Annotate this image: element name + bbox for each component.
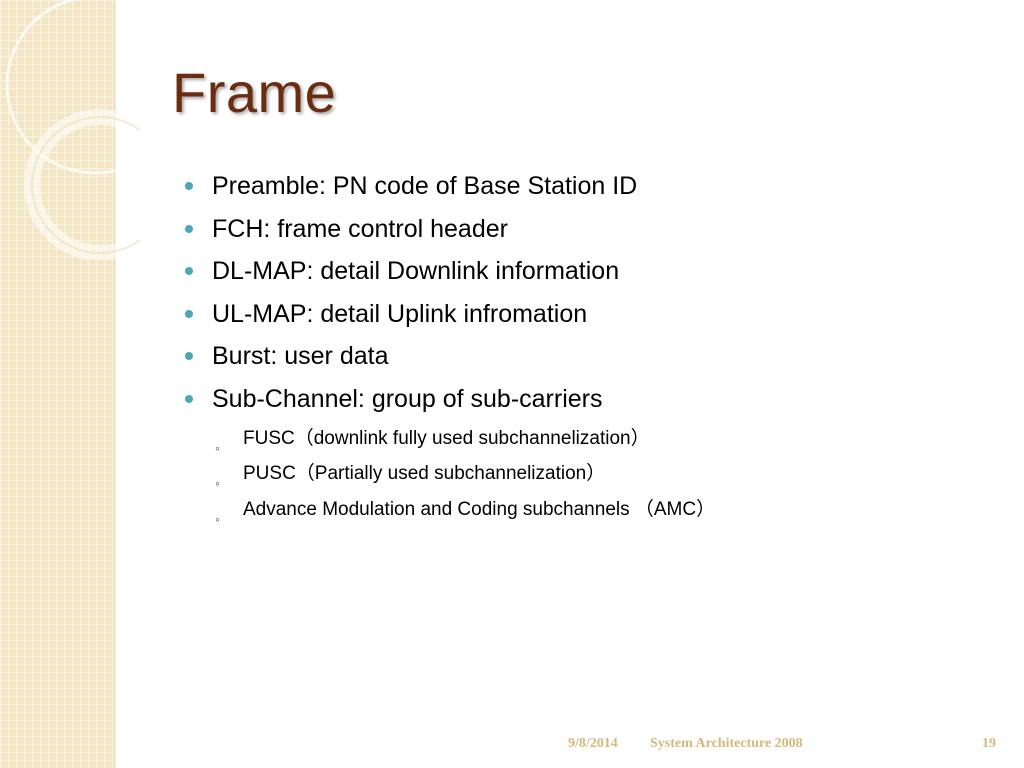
sub-bullet-ring-icon: ◦ [215,510,220,527]
sub-bullet-text: Advance Modulation and Coding subchannel… [243,498,716,520]
bullet-text: Burst: user data [212,342,389,371]
sub-list-item: ◦ FUSC（downlink fully used subchanneliza… [185,424,715,460]
bullet-dot-icon [185,309,193,318]
list-item: Sub-Channel: group of sub-carriers [185,381,715,424]
sub-bullet-ring-icon: ◦ [215,475,220,492]
sub-bullet-text: PUSC（Partially used subchannelization） [243,463,606,485]
bullet-text: Sub-Channel: group of sub-carriers [212,384,603,413]
sub-list-item: ◦ PUSC（Partially used subchannelization） [185,459,715,495]
decorative-side-panel [0,0,113,768]
bullet-dot-icon [185,224,193,233]
list-item: DL-MAP: detail Downlink information [185,253,715,296]
sub-list-item: ◦ Advance Modulation and Coding subchann… [185,495,715,531]
bullet-dot-icon [185,182,193,190]
bullet-text: FCH: frame control header [212,214,508,243]
bullet-dot-icon [185,352,193,361]
bullet-list: Preamble: PN code of Base Station ID FCH… [185,168,715,530]
list-item: Burst: user data [185,338,715,381]
list-item: Preamble: PN code of Base Station ID [185,168,715,211]
bullet-text: UL-MAP: detail Uplink infromation [212,299,588,328]
bullet-text: Preamble: PN code of Base Station ID [212,172,638,200]
bullet-dot-icon [185,267,193,276]
footer-title: System Architecture 2008 [650,736,803,751]
list-item: UL-MAP: detail Uplink infromation [185,296,715,339]
slide-title: Frame [172,61,337,124]
side-panel-edge [113,0,116,768]
footer-page-number: 19 [982,736,996,751]
bullet-dot-icon [185,394,193,403]
sub-bullet-ring-icon: ◦ [215,439,220,456]
sub-bullet-text: FUSC（downlink fully used subchannelizati… [243,427,650,449]
bullet-text: DL-MAP: detail Downlink information [212,257,620,286]
list-item: FCH: frame control header [185,211,715,254]
footer-date: 9/8/2014 [568,736,618,751]
